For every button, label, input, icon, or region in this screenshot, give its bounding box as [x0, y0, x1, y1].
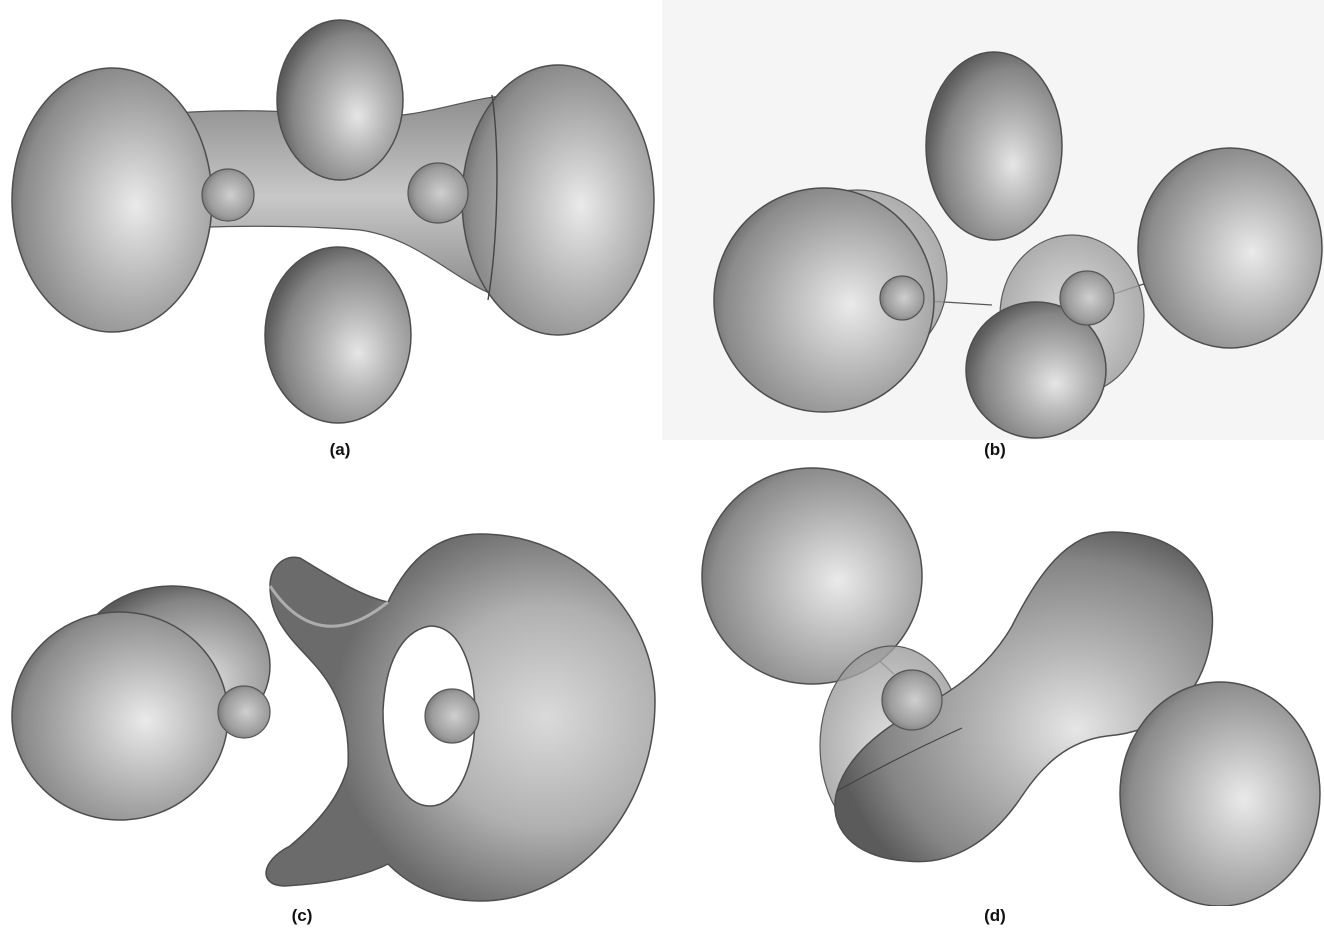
panel-label-d: (d) — [965, 906, 1025, 926]
panel-a-isosurface — [0, 0, 662, 440]
atom-left — [218, 686, 270, 738]
atom-left — [202, 169, 254, 221]
panel-b-isosurface — [662, 0, 1324, 440]
atom-center — [882, 670, 942, 730]
lobe-right — [462, 65, 654, 335]
lobe-bottom — [265, 247, 411, 423]
lobe-left-front — [12, 612, 228, 820]
lobe-top — [277, 20, 403, 180]
atom-center — [425, 689, 479, 743]
lobe-right — [1138, 148, 1322, 348]
atom-left — [880, 276, 924, 320]
panel-label-a-text: (a) — [310, 440, 370, 460]
lobe-top — [926, 52, 1062, 240]
panel-label-b: (b) — [965, 440, 1025, 460]
panel-a: (a) — [0, 0, 662, 440]
lobe-left — [12, 68, 212, 332]
panel-c — [0, 466, 662, 906]
panel-d — [662, 466, 1324, 906]
panel-b — [662, 0, 1324, 440]
panel-d-isosurface — [662, 466, 1324, 906]
lobe-bottom-right — [1120, 682, 1320, 906]
atom-right — [408, 163, 468, 223]
panel-c-isosurface — [0, 466, 662, 906]
atom-right — [1060, 271, 1114, 325]
panel-label-c: (c) — [272, 906, 332, 926]
